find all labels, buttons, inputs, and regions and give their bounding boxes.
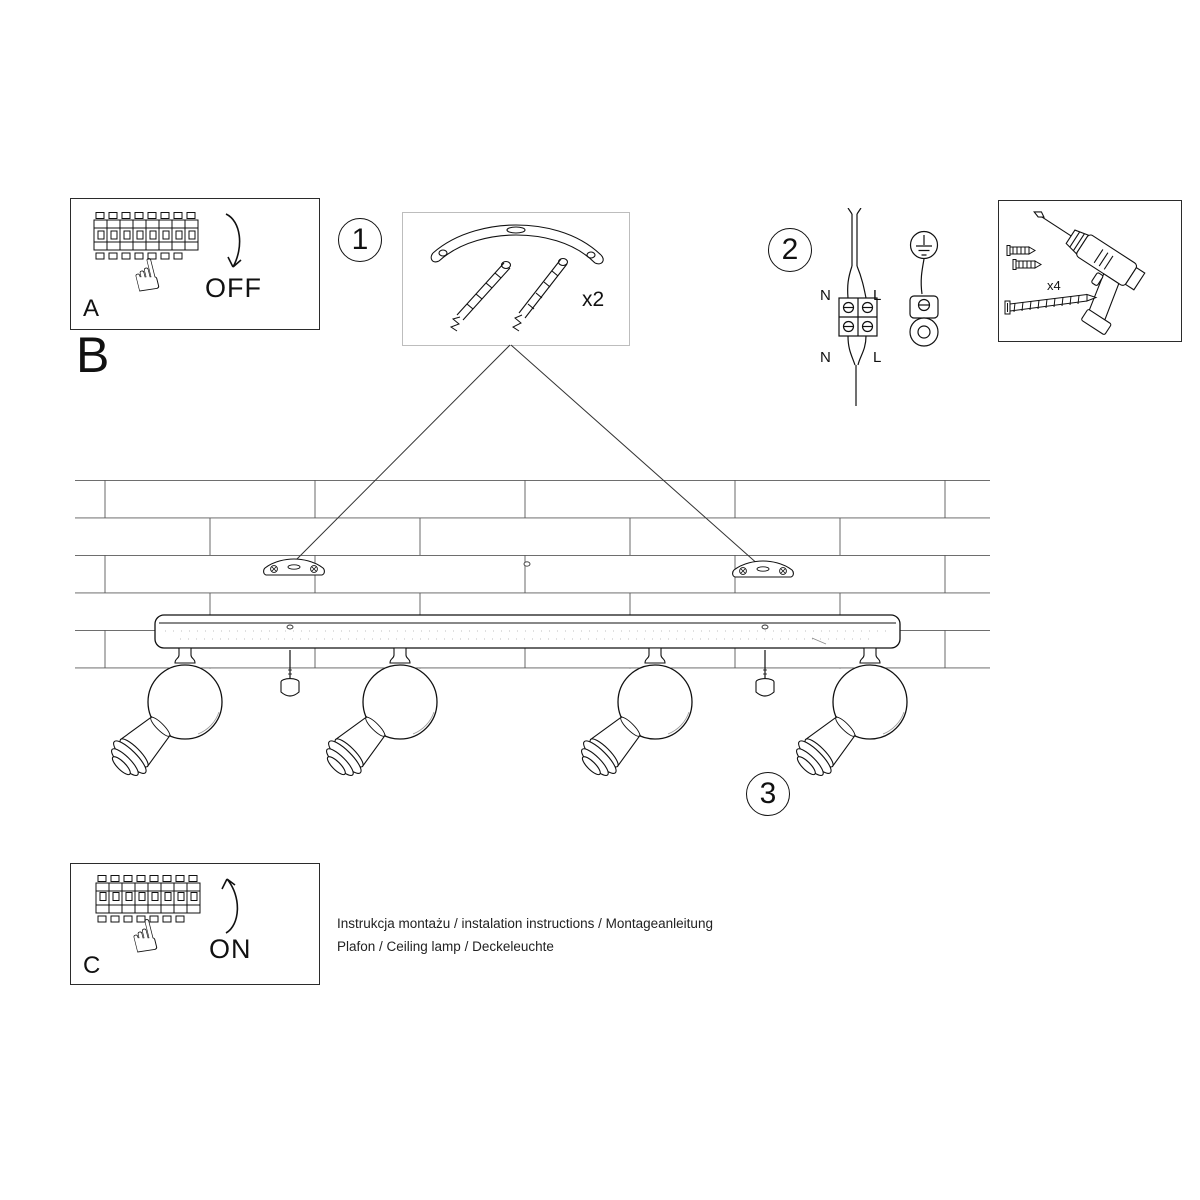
center-hole [523,561,531,567]
breaker-panel-icon [95,875,201,923]
wiring-diagram-icon [838,208,939,406]
footer-product-line: Plafon / Ceiling lamp / Deckeleuchte [337,939,554,954]
ground-clamp-icon [909,258,939,347]
wall-plug-icon [1006,245,1042,270]
power-cable-icon [847,208,867,299]
wall-bracket-right [732,560,794,578]
wire-label-n-top: N [820,287,831,304]
ground-symbol-icon [909,230,939,260]
step-2-number: 2 [781,233,799,266]
step-2-badge: 2 [768,228,812,272]
panel-c-label: C [83,952,101,979]
section-b-label: B [76,327,110,383]
screw-icon [1004,293,1098,315]
power-off-box: ☝ A OFF [70,198,320,330]
spotlight-1 [111,647,223,776]
wire-label-l-bottom: L [873,349,882,366]
breaker-panel-icon [93,212,199,260]
spotlight-4 [796,647,908,776]
step-3-badge: 3 [746,772,790,816]
terminal-block-icon [838,297,878,337]
tools-icon-group [1004,211,1146,335]
cover-cap-right [755,650,775,697]
curved-arrow-up-icon [221,878,239,934]
curved-arrow-down-icon [225,213,242,268]
anchor-quantity-label: x4 [1047,278,1061,293]
wire-label-n-bottom: N [820,349,831,366]
wire-label-l-top: L [873,287,882,304]
off-label: OFF [205,273,262,303]
step-1-number: 1 [351,223,369,256]
bracket-quantity-label: x2 [582,288,605,311]
wall-bracket-left [263,558,325,576]
panel-a-label: A [83,295,100,322]
cover-cap-left [280,650,300,697]
spotlight-3 [581,647,693,776]
tools-box: x4 [998,200,1182,342]
step-1-badge: 1 [338,218,382,262]
on-label: ON [209,934,252,964]
installation-scene [75,344,990,776]
mounting-bracket-and-screws-icon [430,224,604,332]
power-on-box: ☝ C ON [70,863,320,985]
ceiling-rail [154,614,901,649]
drill-icon [1033,211,1146,335]
pointer-lines [293,344,761,567]
parts-box [402,212,630,346]
footer-title-line: Instrukcja montażu / instalation instruc… [337,916,713,931]
step-3-number: 3 [759,777,777,810]
spotlight-2 [326,647,438,776]
